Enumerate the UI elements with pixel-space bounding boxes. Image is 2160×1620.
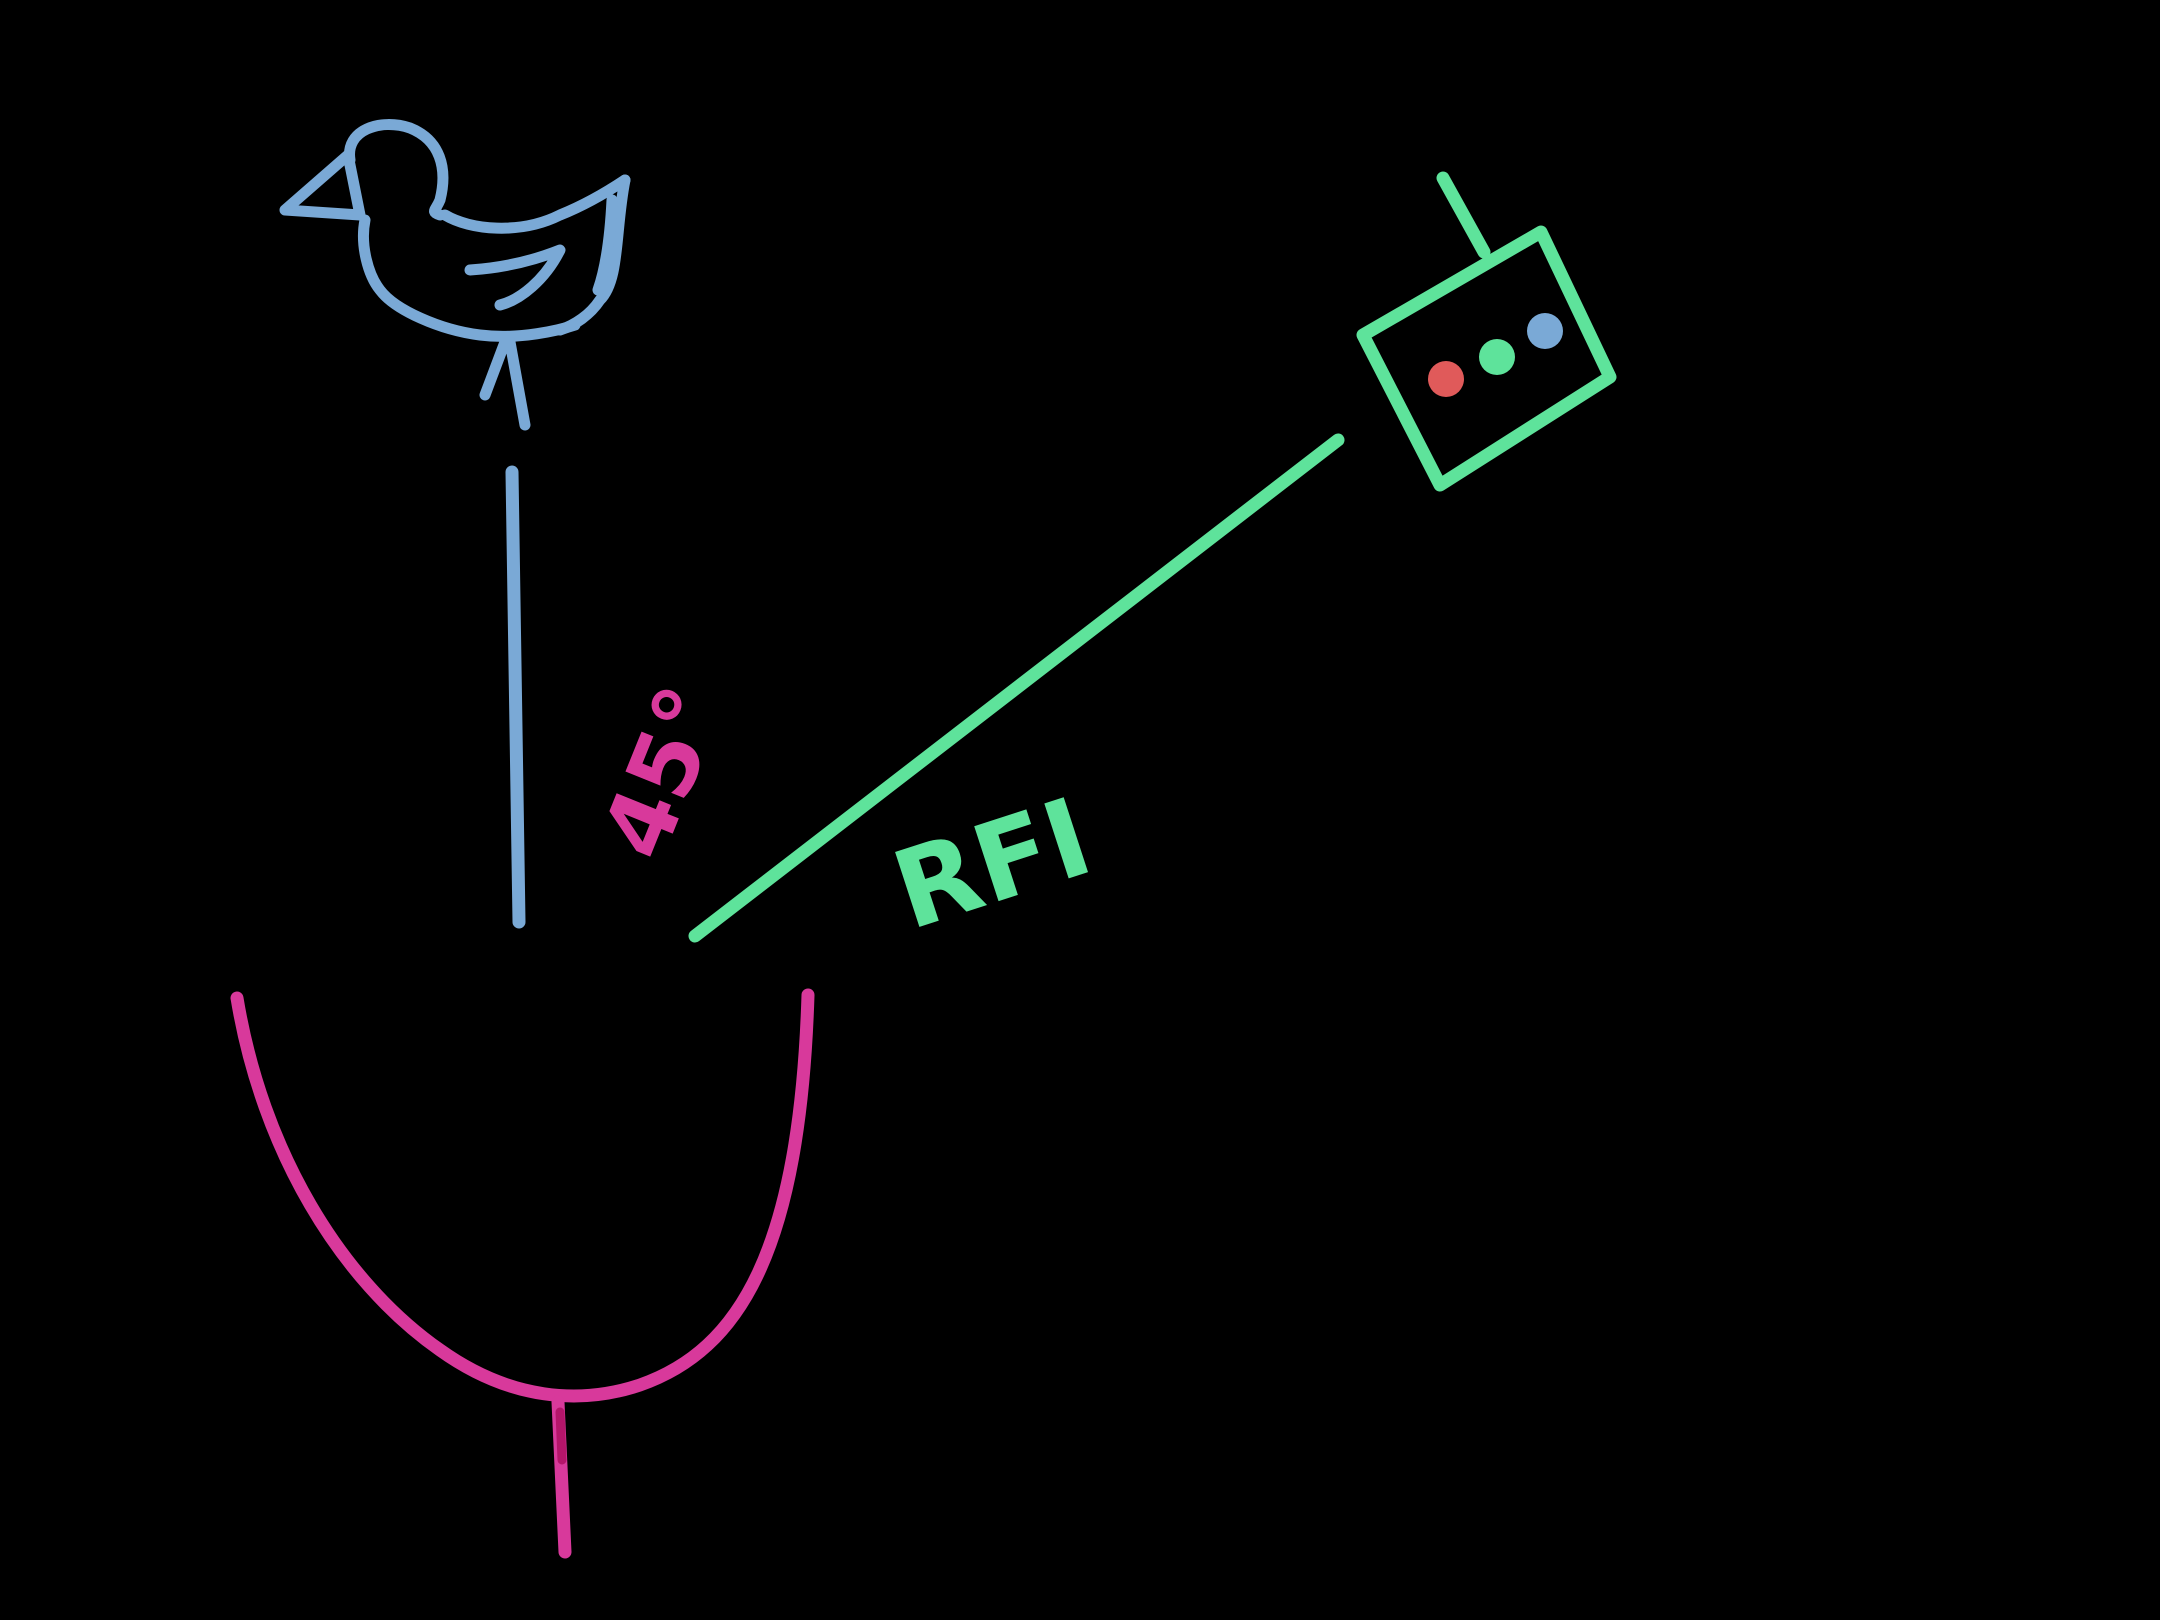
dish-feed-accent xyxy=(555,1407,567,1465)
bird-leg-right xyxy=(504,336,531,431)
transmitter-antenna xyxy=(1436,171,1491,259)
dish-bowl xyxy=(230,988,815,1403)
transmitter-body xyxy=(1356,171,1617,492)
bird-head xyxy=(344,119,449,221)
bird-tail-feather xyxy=(592,194,618,296)
rfi-signal-line xyxy=(688,433,1345,943)
satellite-dish-icon xyxy=(230,988,815,1559)
bird-breast xyxy=(357,214,581,342)
bird-beak xyxy=(279,149,366,221)
bird-line-of-sight xyxy=(505,465,526,929)
radio-transmitter-icon xyxy=(1356,171,1617,492)
indicator-blue-dot xyxy=(1527,313,1563,349)
bird-icon xyxy=(279,119,631,431)
rfi-label: RFI xyxy=(879,775,1105,955)
indicator-green-dot xyxy=(1479,339,1515,375)
bird-leg-left xyxy=(479,336,511,401)
bird-tail xyxy=(554,174,631,336)
transmitter-box xyxy=(1356,225,1617,492)
bird-wing xyxy=(464,244,566,311)
angle-label: 45° xyxy=(581,672,745,873)
bird-back xyxy=(439,174,631,234)
indicator-red-dot xyxy=(1428,361,1464,397)
